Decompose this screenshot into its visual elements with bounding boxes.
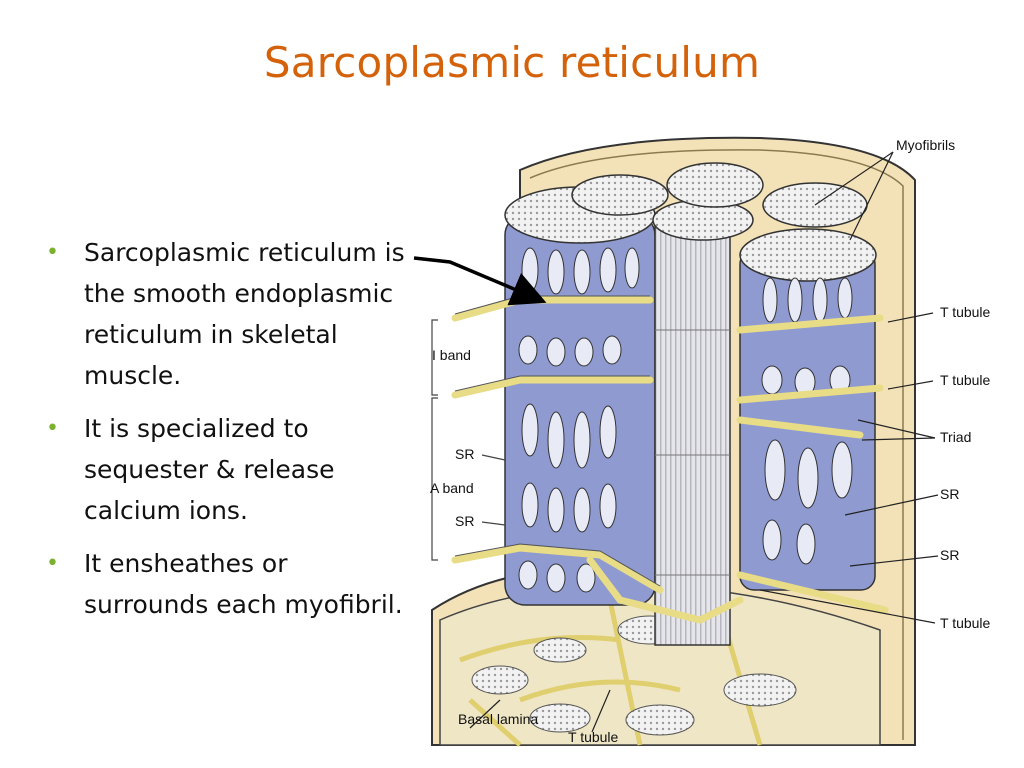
bullet-item: • It is specialized to sequester & relea… bbox=[44, 408, 414, 531]
myofibril-center bbox=[652, 199, 754, 646]
label-t-tubule: T tubule bbox=[940, 304, 991, 320]
label-t-tubule: T tubule bbox=[568, 729, 619, 745]
label-basal-lamina: Basal lamina bbox=[458, 711, 538, 727]
label-t-tubule: T tubule bbox=[940, 615, 991, 631]
label-triad: Triad bbox=[940, 429, 971, 445]
label-i-band: I band bbox=[432, 347, 471, 363]
bullet-text: Sarcoplasmic reticulum is the smooth end… bbox=[84, 238, 405, 390]
bullet-dot-icon: • bbox=[46, 416, 59, 441]
pointer-arrow-icon bbox=[413, 256, 547, 306]
label-sr: SR bbox=[940, 547, 959, 563]
leader-lines bbox=[469, 151, 939, 733]
label-sr: SR bbox=[455, 513, 474, 529]
label-sr: SR bbox=[455, 446, 474, 462]
label-t-tubule: T tubule bbox=[940, 372, 991, 388]
bullet-text: It ensheathes or surrounds each myofibri… bbox=[84, 549, 403, 619]
bullet-dot-icon: • bbox=[46, 240, 59, 265]
bullet-text: It is specialized to sequester & release… bbox=[84, 414, 335, 525]
myofibril-right bbox=[571, 162, 877, 591]
bullet-item: • Sarcoplasmic reticulum is the smooth e… bbox=[44, 232, 414, 396]
label-a-band: A band bbox=[430, 480, 474, 496]
bullet-list: • Sarcoplasmic reticulum is the smooth e… bbox=[44, 232, 414, 637]
label-myofibrils: Myofibrils bbox=[896, 137, 955, 153]
bullet-dot-icon: • bbox=[46, 551, 59, 576]
band-brackets bbox=[431, 319, 506, 561]
myofibril-left bbox=[504, 186, 656, 606]
bullet-item: • It ensheathes or surrounds each myofib… bbox=[44, 543, 414, 625]
slide-title: Sarcoplasmic reticulum bbox=[263, 38, 761, 87]
label-sr: SR bbox=[940, 486, 959, 502]
